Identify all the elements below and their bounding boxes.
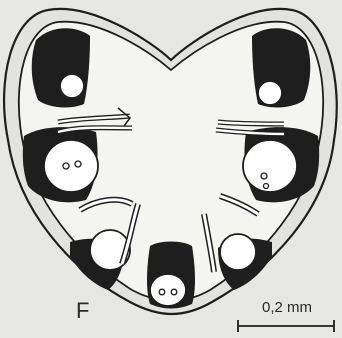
cell-left-top (60, 74, 84, 98)
scale-bar (238, 320, 334, 332)
cell-left-mid (44, 140, 98, 192)
cell-right-top (258, 81, 282, 105)
panel-letter: F (76, 300, 89, 322)
cell-right-mid (243, 140, 297, 192)
scale-bar-label: 0,2 mm (262, 300, 312, 315)
dark-region-left-top (32, 28, 90, 107)
cell-center (150, 274, 186, 306)
cell-right-low (220, 234, 256, 270)
